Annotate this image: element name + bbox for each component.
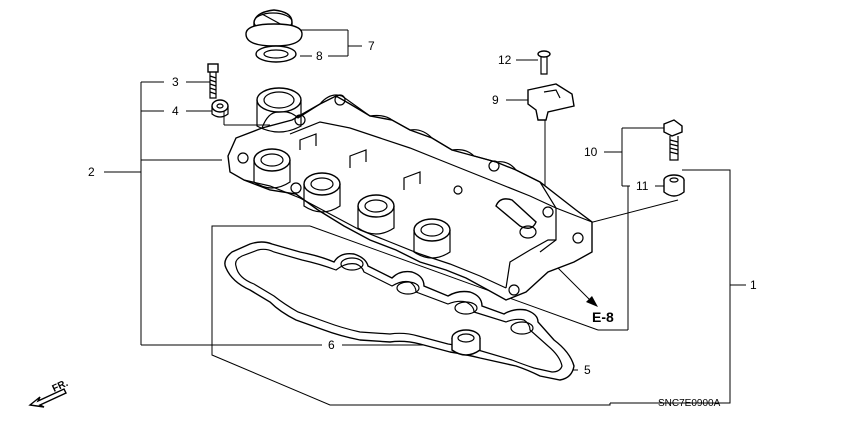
oil-filler-cap xyxy=(245,9,303,47)
callout-6: 6 xyxy=(328,338,335,352)
callout-2: 2 xyxy=(88,165,95,179)
head-cover-gasket xyxy=(224,241,575,381)
spark-plug-well-1 xyxy=(253,148,291,189)
cylinder-head-cover xyxy=(227,87,593,301)
reference-label: E-8 xyxy=(592,309,614,325)
callout-11: 11 xyxy=(636,179,649,193)
callout-1: 1 xyxy=(750,278,757,292)
bolt-part-10 xyxy=(663,119,683,161)
spark-plug-well-4 xyxy=(413,218,451,259)
oil-filler-cap-gasket xyxy=(255,45,297,63)
spark-plug-well-3 xyxy=(357,194,395,235)
callout-3: 3 xyxy=(172,75,179,89)
bracket-part-9 xyxy=(527,83,575,121)
callout-4: 4 xyxy=(172,104,179,118)
bolt-part-3 xyxy=(207,63,219,99)
callout-8: 8 xyxy=(316,49,323,63)
front-direction-label: FR. xyxy=(51,378,70,395)
callout-12: 12 xyxy=(498,53,512,67)
grommet-part-11 xyxy=(663,174,685,197)
washer-part-4 xyxy=(211,99,229,118)
spark-plug-well-2 xyxy=(303,172,341,213)
front-direction-arrow: FR. xyxy=(28,378,70,408)
spark-plug-tube-seal xyxy=(451,329,481,356)
bolt-part-12 xyxy=(537,50,551,75)
diagram-code: SNC7E0900A xyxy=(658,398,721,409)
callout-7: 7 xyxy=(368,39,375,53)
callout-9: 9 xyxy=(492,93,499,107)
callout-10: 10 xyxy=(584,145,598,159)
callout-5: 5 xyxy=(584,363,591,377)
gasket-region-outline xyxy=(211,225,611,406)
